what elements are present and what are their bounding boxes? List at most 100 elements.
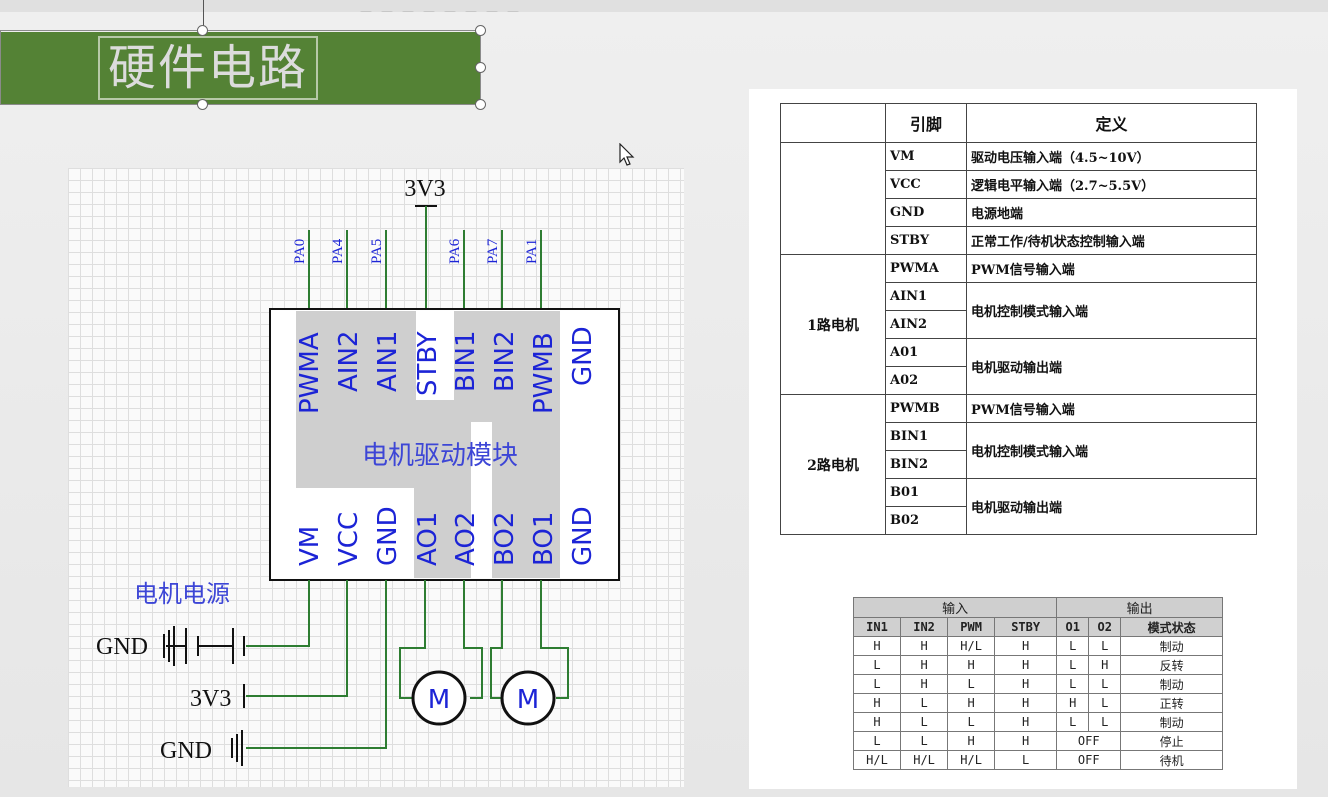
cell: H	[1056, 693, 1090, 713]
cell: L	[900, 693, 949, 713]
cell: L	[947, 712, 996, 732]
pin-ao1: AO1	[413, 512, 443, 566]
cell: 停止	[1120, 731, 1223, 751]
cell: L	[1088, 712, 1122, 732]
pin-definition-panel[interactable]: 引脚 定义 VM 驱动电压输入端（4.5~10V） VCC 逻辑电平输入端（2.…	[749, 89, 1297, 789]
pin-cell: A02	[885, 366, 967, 395]
pin-bin1: BIN1	[451, 331, 481, 393]
def-cell: PWM信号输入端	[966, 394, 1257, 423]
pin-bo2: BO2	[490, 512, 520, 566]
cell: L	[852, 655, 902, 675]
table-row: GND 电源地端	[781, 198, 1257, 227]
cell: 待机	[1120, 750, 1223, 770]
cell: L	[1056, 636, 1090, 656]
cell: H/L	[947, 750, 996, 770]
table-row: BIN1 电机控制模式输入端	[781, 422, 1257, 479]
group-header-output: 输出	[1056, 597, 1223, 618]
def-cell: 驱动电压输入端（4.5~10V）	[966, 142, 1257, 171]
resize-handle-top[interactable]	[197, 25, 208, 36]
table-header	[780, 103, 886, 143]
module-label: 电机驱动模块	[362, 441, 518, 471]
cell: 制动	[1120, 636, 1223, 656]
cell: H	[852, 636, 902, 656]
cell: H	[994, 655, 1058, 675]
table-row: A01 电机驱动输出端	[781, 338, 1257, 395]
pin-ao2: AO2	[451, 512, 481, 566]
cell: OFF	[1056, 750, 1122, 770]
gnd-label-1: GND	[96, 634, 148, 660]
table-row: 2路电机 PWMB PWM信号输入端	[780, 394, 1257, 535]
table-row: AIN1 电机控制模式输入端	[781, 282, 1257, 339]
pin-cell: GND	[885, 198, 967, 227]
table-header: IN1	[852, 617, 902, 637]
cell: H	[852, 693, 902, 713]
motor-a-label: M	[428, 685, 450, 715]
cell: L	[900, 712, 949, 732]
module-shade-left	[296, 311, 482, 578]
module-shade-right	[454, 311, 560, 578]
pin-cell: B02	[885, 506, 967, 535]
slide-title[interactable]: 硬件电路	[98, 36, 318, 100]
resize-handle-right[interactable]	[475, 62, 486, 73]
cell: H	[947, 693, 996, 713]
cell: H	[852, 712, 902, 732]
table-row: B01 电机驱动输出端	[781, 478, 1257, 535]
net-label-pa0: PA0	[292, 239, 308, 264]
net-label-pa6: PA6	[447, 238, 463, 264]
pin-cell: A01	[885, 338, 967, 367]
supply-3v3-label: 3V3	[404, 176, 445, 202]
def-cell: 电机控制模式输入端	[966, 282, 1257, 339]
top-net-wires	[308, 230, 542, 309]
cell: H	[900, 655, 949, 675]
mouse-pointer-icon	[619, 143, 635, 166]
pin-gnd-bottom-1: GND	[373, 506, 403, 566]
cell: L	[1088, 693, 1122, 713]
pin-cell: BIN1	[885, 422, 967, 451]
motor-b-icon	[500, 670, 556, 726]
table-header: O1	[1056, 617, 1090, 637]
cell: 制动	[1120, 674, 1223, 694]
resize-handle-top-right[interactable]	[475, 25, 486, 36]
group-header-input: 输入	[852, 597, 1058, 618]
table-row: VM 驱动电压输入端（4.5~10V）	[780, 142, 1257, 255]
def-cell: 电机驱动输出端	[966, 478, 1257, 535]
pin-cell: PWMA	[885, 254, 967, 283]
pin-ain1: AIN1	[373, 331, 403, 392]
pin-gnd-top: GND	[568, 326, 598, 386]
cell: L	[1088, 674, 1122, 694]
group-cell	[780, 142, 886, 255]
def-cell: 逻辑电平输入端（2.7~5.5V）	[966, 170, 1257, 199]
cell: L	[1056, 674, 1090, 694]
resize-handle-bottom[interactable]	[197, 99, 208, 110]
net-label-pa4: PA4	[330, 238, 346, 264]
table-row: B02	[781, 506, 1257, 535]
pin-pwmb: PWMB	[529, 332, 559, 414]
cell: H	[947, 655, 996, 675]
resize-handle-bottom-right[interactable]	[475, 99, 486, 110]
pin-vcc: VCC	[334, 512, 364, 566]
cell: L	[1056, 655, 1090, 675]
motor-power-label: 电机电源	[134, 580, 230, 608]
pin-cell: AIN1	[885, 282, 967, 311]
battery-icon	[166, 628, 245, 664]
pin-gnd-bottom-2: GND	[568, 506, 598, 566]
table-header: O2	[1088, 617, 1122, 637]
net-label-pa5: PA5	[369, 239, 385, 264]
table-header: STBY	[994, 617, 1058, 637]
title-banner[interactable]	[0, 32, 480, 104]
cell: 制动	[1120, 712, 1223, 732]
table-row: A02	[781, 366, 1257, 395]
cell: H	[994, 674, 1058, 694]
def-cell: 电机控制模式输入端	[966, 422, 1257, 479]
rotation-handle-line[interactable]	[203, 0, 204, 30]
pin-cell: VCC	[885, 170, 967, 199]
circuit-diagram[interactable]: 3V3 PA0 PA4 PA5 PA6 PA7 PA1 PWMA AIN2 AI…	[68, 168, 684, 787]
cell: H	[994, 636, 1058, 656]
gnd-label-2: GND	[160, 738, 212, 764]
def-cell: 电源地端	[966, 198, 1257, 227]
cell: H	[900, 636, 949, 656]
